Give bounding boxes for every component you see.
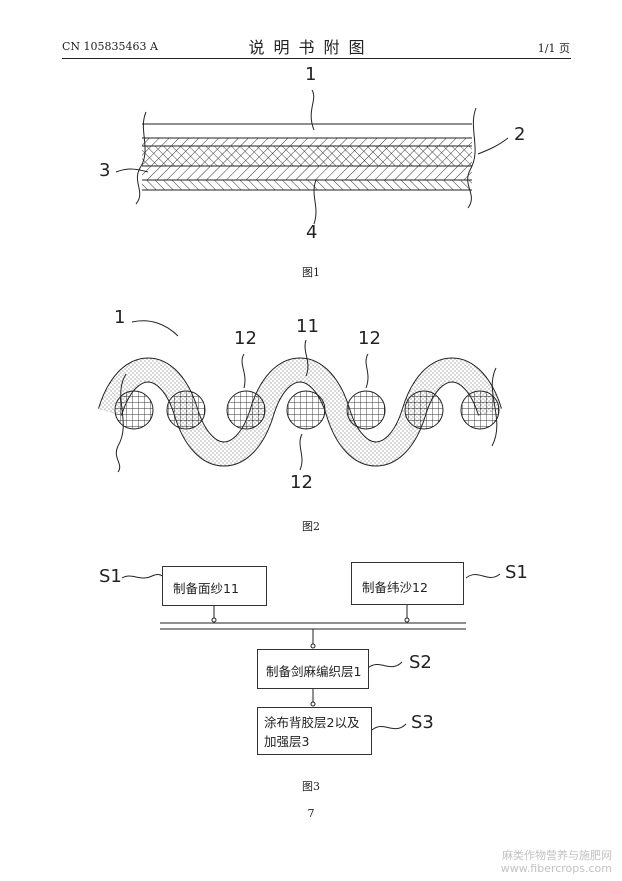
fig1-caption: 图1: [302, 266, 320, 279]
fig1-label-2: 2: [514, 124, 526, 145]
fig3-tag-s1-left: S1: [99, 566, 122, 587]
page-title: 说明书附图: [248, 38, 374, 57]
step-coat-backing: 涂布背胶层2以及 加强层3: [257, 707, 372, 755]
site-watermark: 麻类作物营养与施肥网 www.fibercrops.com: [501, 849, 612, 875]
figure-3-connectors: [121, 573, 501, 731]
figure-1-layers: [115, 89, 509, 225]
page-number: 7: [307, 807, 315, 820]
watermark-line2: www.fibercrops.com: [500, 862, 612, 875]
fig2-label-12-bottom: 12: [290, 472, 313, 493]
step-prepare-sisal-layer-text: 制备剑麻编织层1: [266, 664, 362, 679]
fig1-label-1: 1: [305, 64, 317, 85]
figure-2-weave: [98, 320, 502, 473]
fig2-label-11: 11: [296, 316, 319, 337]
fig1-label-4: 4: [306, 222, 318, 243]
step-prepare-face-yarn-text: 制备面纱11: [173, 581, 239, 596]
step-prepare-weft-yarn: 制备纬沙12: [351, 562, 464, 605]
publication-number: CN 105835463 A: [62, 40, 158, 53]
step-coat-backing-line1: 涂布背胶层2以及: [264, 715, 360, 730]
watermark-line1: 麻类作物营养与施肥网: [502, 849, 612, 862]
fig3-tag-s3: S3: [411, 712, 434, 733]
fig3-tag-s1-right: S1: [505, 562, 528, 583]
fig3-tag-s2: S2: [409, 652, 432, 673]
fig2-label-1: 1: [114, 307, 126, 328]
step-prepare-weft-yarn-text: 制备纬沙12: [362, 580, 428, 595]
header-rule: [62, 58, 571, 59]
step-coat-backing-line2: 加强层3: [264, 734, 310, 749]
fig2-label-12-right: 12: [358, 328, 381, 349]
fig2-label-12-left: 12: [234, 328, 257, 349]
fig2-caption: 图2: [302, 520, 320, 533]
page-indicator: 1/1 页: [537, 42, 570, 55]
fig3-caption: 图3: [302, 780, 320, 793]
step-prepare-sisal-layer: 制备剑麻编织层1: [257, 649, 369, 689]
step-prepare-face-yarn: 制备面纱11: [162, 566, 267, 606]
fig1-label-3: 3: [99, 160, 111, 181]
